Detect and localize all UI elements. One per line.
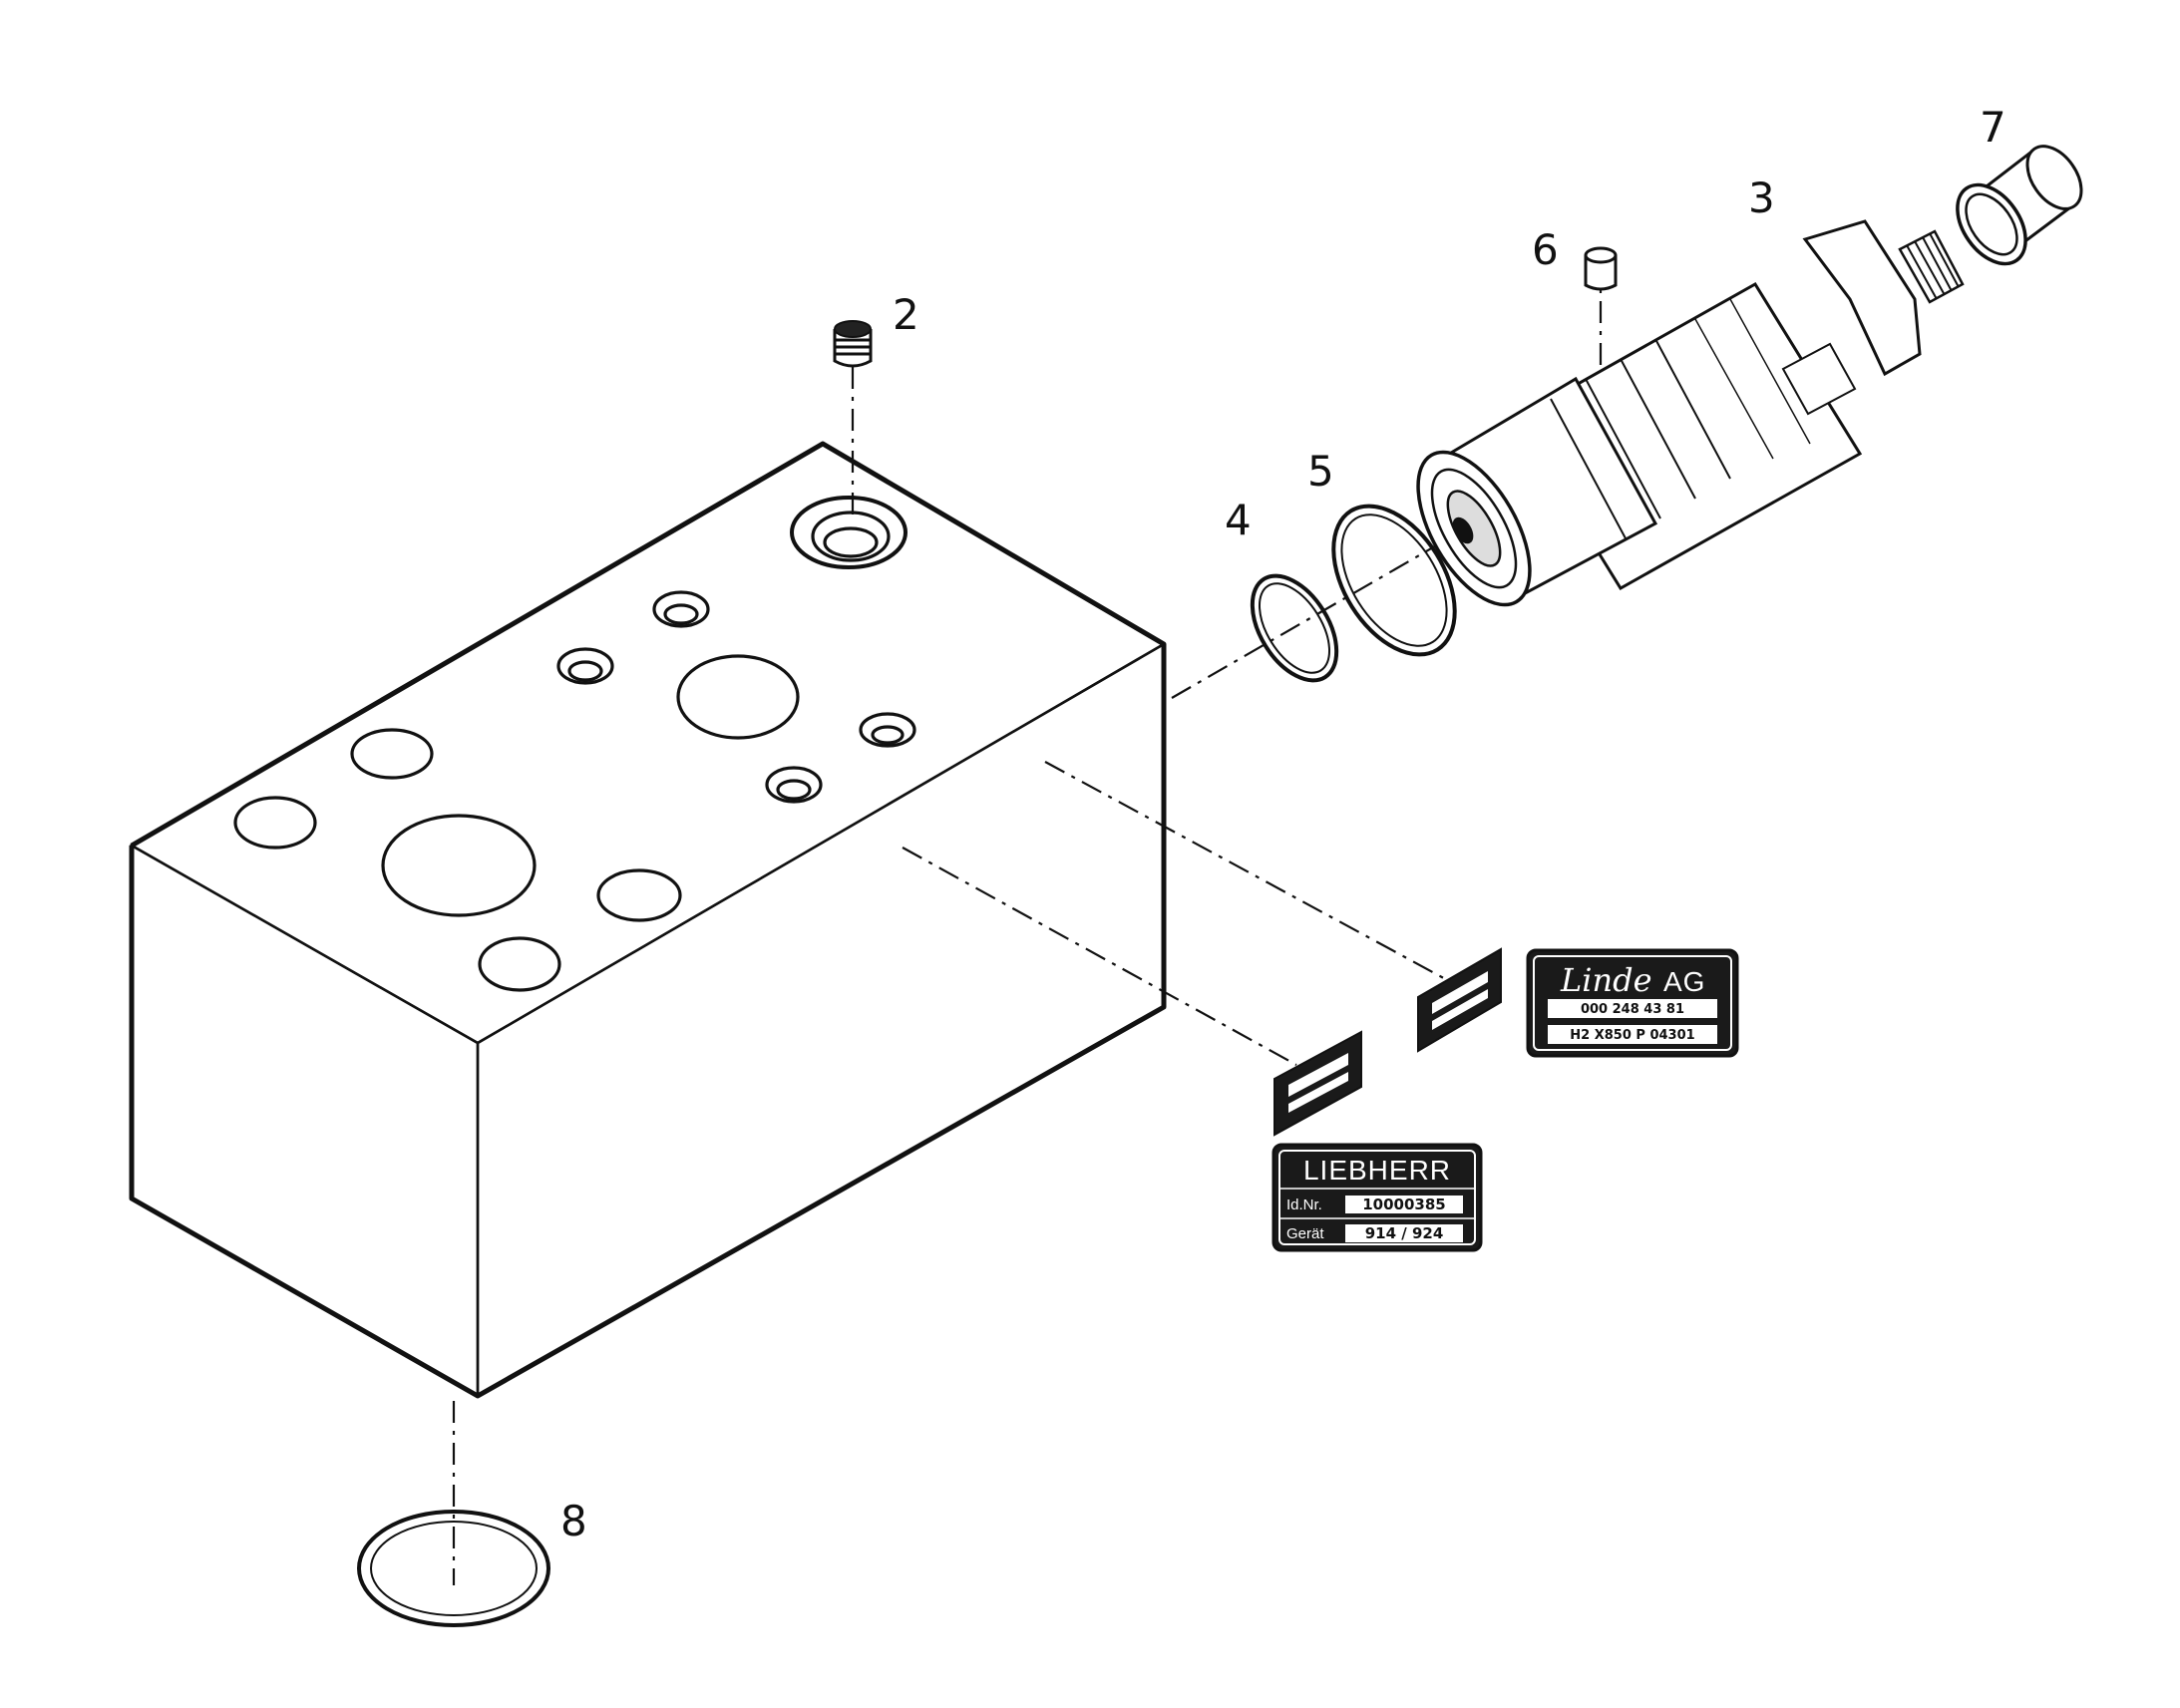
valve-block — [129, 441, 1167, 1399]
liebherr-row1-value: 10000385 — [1362, 1196, 1446, 1213]
plug-screw-2 — [833, 320, 873, 368]
callout-5: 5 — [1307, 447, 1334, 496]
linde-brand-script: Linde — [1560, 961, 1652, 999]
o-ring-8 — [357, 1510, 550, 1627]
callout-labels: 2 3 4 5 6 7 8 — [560, 103, 2006, 1545]
callout-7: 7 — [1980, 103, 2006, 152]
liebherr-row2-value: 914 / 924 — [1365, 1224, 1444, 1242]
port-small-3 — [859, 712, 916, 748]
linde-brand-suffix: AG — [1663, 966, 1705, 997]
linde-row2-value: H2 X850 P 04301 — [1570, 1028, 1694, 1043]
block-top-face — [129, 442, 1167, 1045]
cap-6 — [1584, 246, 1618, 291]
sleeve-7 — [1956, 145, 2083, 266]
o-ring-5 — [1331, 504, 1457, 657]
block-front-face — [130, 843, 480, 1399]
block-side-face — [476, 641, 1166, 1399]
block-ports — [233, 496, 916, 992]
liebherr-nameplate: LIEBHERR Id.Nr. 10000385 Gerät 914 / 924 — [1272, 1143, 1483, 1252]
label-mount-right — [1417, 947, 1502, 1053]
port-front-2 — [478, 936, 561, 992]
port-small-2 — [556, 647, 614, 685]
callout-8: 8 — [560, 1497, 587, 1545]
port-large-center — [676, 654, 800, 740]
o-ring-4 — [1250, 573, 1339, 683]
callout-6: 6 — [1532, 225, 1559, 274]
block-outline — [129, 441, 1167, 1399]
relief-valve-cartridge-3 — [1416, 219, 1965, 607]
linde-nameplate: Linde AG 000 248 43 81 H2 X850 P 04301 — [1526, 948, 1739, 1058]
port-small-1 — [652, 590, 710, 628]
liebherr-row2-label: Gerät — [1286, 1225, 1324, 1242]
callout-3: 3 — [1748, 173, 1775, 222]
liebherr-brand: LIEBHERR — [1303, 1155, 1451, 1186]
port-plug-seat — [790, 496, 908, 569]
callout-2: 2 — [893, 290, 919, 339]
port-left-2 — [233, 796, 317, 850]
port-large-left — [381, 814, 537, 917]
callout-4: 4 — [1225, 496, 1252, 544]
port-front-1 — [596, 868, 682, 922]
linde-row1-value: 000 248 43 81 — [1581, 1002, 1684, 1017]
liebherr-row1-label: Id.Nr. — [1286, 1196, 1322, 1213]
label-mount-left — [1273, 1030, 1362, 1137]
port-small-4 — [765, 766, 823, 804]
port-left-1 — [350, 728, 434, 780]
